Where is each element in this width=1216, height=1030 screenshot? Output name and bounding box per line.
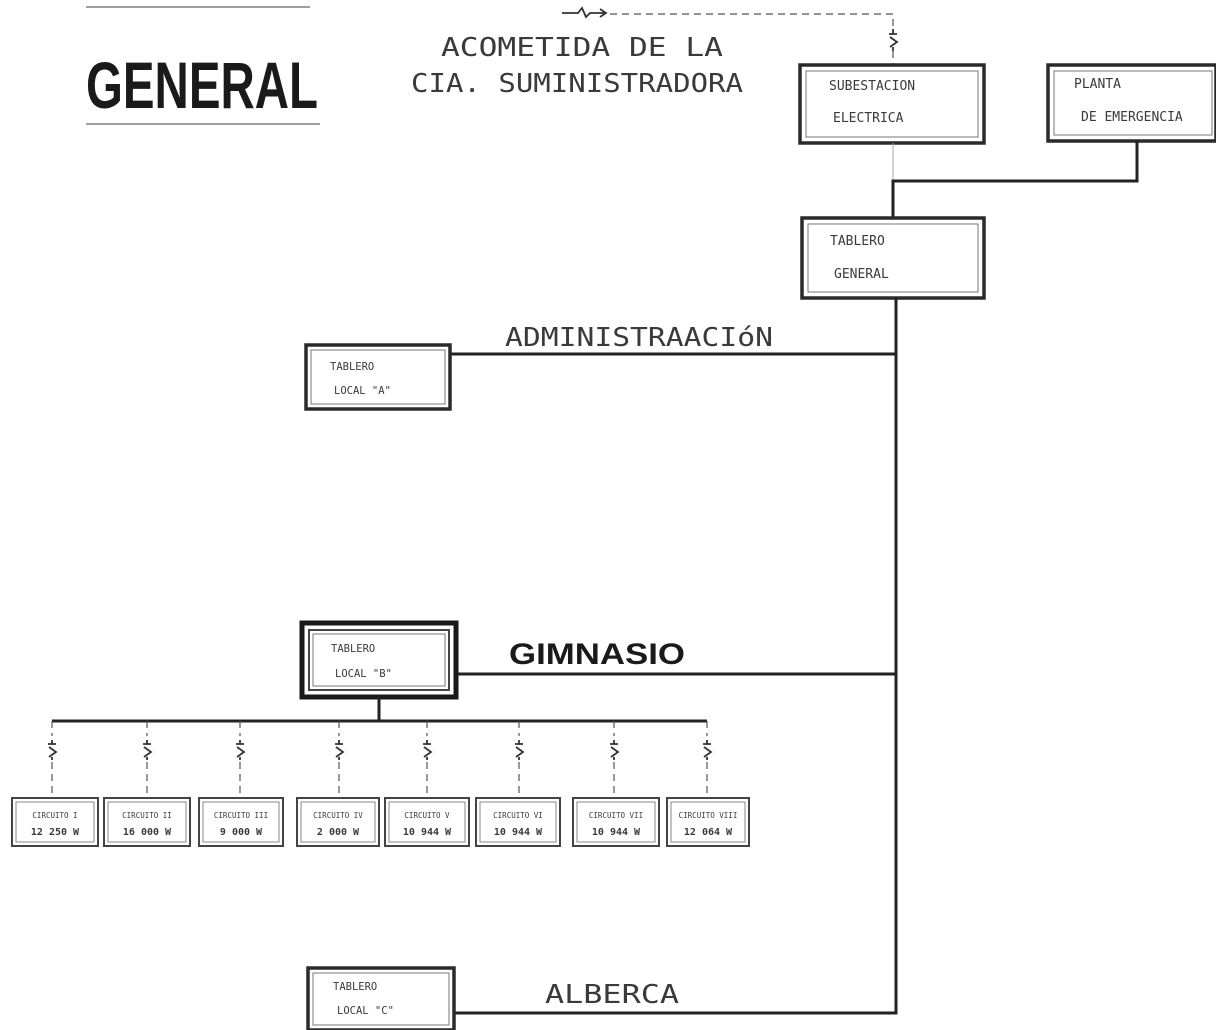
circuit-name: CIRCUITO III — [214, 811, 268, 820]
circuit-6[interactable]: CIRCUITO VI 10 944 W — [475, 721, 561, 847]
circuit-name: CIRCUITO V — [404, 811, 450, 820]
incoming-supply-line — [610, 13, 894, 30]
circuit-5[interactable]: CIRCUITO V 10 944 W — [384, 721, 470, 847]
supply-label-line1: ACOMETIDA DE LA — [441, 33, 723, 63]
circuit-box — [11, 797, 99, 847]
breaker-icon — [143, 740, 153, 760]
circuit-load: 10 944 W — [403, 827, 452, 838]
local-board-b-label-line1: TABLERO — [331, 643, 375, 655]
circuit-box — [572, 797, 660, 847]
breaker-icon — [48, 740, 58, 760]
emergency-plant-label-line1: PLANTA — [1074, 77, 1121, 92]
circuit-name: CIRCUITO IV — [313, 811, 363, 820]
circuit-name: CIRCUITO II — [122, 811, 172, 820]
local-board-a-label-line2: LOCAL "A" — [334, 385, 391, 397]
circuit-7[interactable]: CIRCUITO VII 10 944 W — [572, 721, 660, 847]
substation-label-line1: SUBESTACION — [829, 79, 915, 94]
local-board-b[interactable]: TABLERO LOCAL "B" — [299, 620, 459, 700]
local-board-a[interactable]: TABLERO LOCAL "A" — [304, 343, 452, 411]
branch-label-administration: ADMINISTRAACIóN — [505, 323, 773, 353]
breaker-icon — [515, 740, 525, 760]
circuit-name: CIRCUITO I — [32, 811, 77, 820]
breaker-icon — [610, 740, 620, 760]
circuit-box — [475, 797, 561, 847]
circuit-1[interactable]: CIRCUITO I 12 250 W — [11, 721, 99, 847]
main-board-label-line1: TABLERO — [830, 234, 885, 249]
circuit-box — [384, 797, 470, 847]
circuit-box — [666, 797, 750, 847]
circuit-3[interactable]: CIRCUITO III 9 000 W — [198, 721, 284, 847]
circuit-load: 2 000 W — [317, 827, 360, 838]
substation-label-line2: ELECTRICA — [833, 111, 904, 126]
circuit-2[interactable]: CIRCUITO II 16 000 W — [103, 721, 191, 847]
circuit-name: CIRCUITO VIII — [679, 811, 738, 820]
local-board-c[interactable]: TABLERO LOCAL "C" — [306, 966, 456, 1030]
circuit-name: CIRCUITO VII — [589, 811, 643, 820]
circuit-load: 10 944 W — [494, 827, 543, 838]
local-board-b-label-line2: LOCAL "B" — [335, 668, 392, 680]
branch-label-pool: ALBERCA — [545, 980, 679, 1010]
circuit-load: 12 250 W — [31, 827, 80, 838]
main-board-label-line2: GENERAL — [834, 267, 889, 282]
breaker-icon — [423, 740, 433, 760]
circuit-box — [103, 797, 191, 847]
breaker-icon — [703, 740, 713, 760]
breaker-icon — [335, 740, 345, 760]
circuit-load: 9 000 W — [220, 827, 263, 838]
local-board-c-label-line2: LOCAL "C" — [337, 1005, 394, 1017]
circuit-box — [296, 797, 380, 847]
circuit-8[interactable]: CIRCUITO VIII 12 064 W — [666, 721, 750, 847]
circuit-name: CIRCUITO VI — [493, 811, 543, 820]
breaker-icon — [236, 740, 246, 760]
circuit-box — [198, 797, 284, 847]
emergency-plant-feeder — [891, 141, 1139, 218]
supply-breaker-icon — [889, 29, 899, 51]
main-board-box[interactable]: TABLERO GENERAL — [800, 216, 986, 300]
incoming-supply-symbol — [562, 6, 608, 19]
circuit-4[interactable]: CIRCUITO IV 2 000 W — [296, 721, 380, 847]
local-board-a-label-line1: TABLERO — [330, 361, 374, 373]
page-title: GENERAL — [86, 48, 318, 122]
circuit-load: 16 000 W — [123, 827, 172, 838]
main-feeder — [455, 298, 898, 1015]
circuit-load: 12 064 W — [684, 827, 733, 838]
substation-box[interactable]: SUBESTACION ELECTRICA — [798, 63, 986, 145]
branch-label-gym: GIMNASIO — [509, 638, 685, 671]
emergency-plant-label-line2: DE EMERGENCIA — [1081, 110, 1183, 125]
supply-label-line2: CIA. SUMINISTRADORA — [411, 69, 743, 99]
circuit-load: 10 944 W — [592, 827, 641, 838]
emergency-plant-box[interactable]: PLANTA DE EMERGENCIA — [1046, 63, 1216, 143]
local-board-c-label-line1: TABLERO — [333, 981, 377, 993]
